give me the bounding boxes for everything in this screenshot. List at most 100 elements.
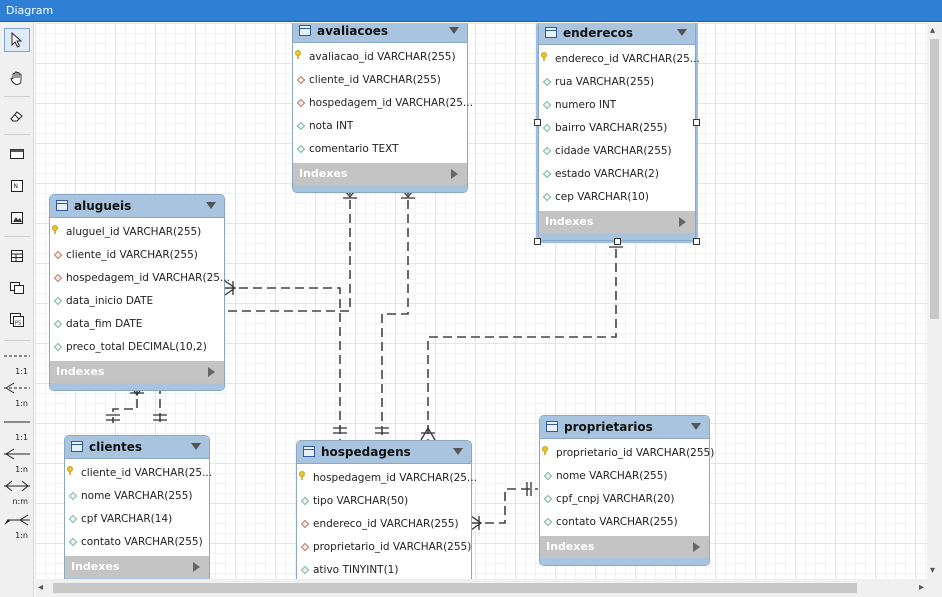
horizontal-scrollbar[interactable]: ◂ ▸	[35, 579, 927, 597]
expand-arrow-icon[interactable]	[679, 217, 686, 227]
column-row[interactable]: proprietario_id VARCHAR(255)	[297, 536, 471, 559]
collapse-arrow-icon[interactable]	[191, 443, 201, 450]
scroll-down-icon[interactable]: ▾	[930, 565, 936, 576]
scroll-up-icon[interactable]: ▴	[930, 25, 936, 36]
column-row[interactable]: cliente_id VARCHAR(255)	[293, 69, 467, 92]
collapse-arrow-icon[interactable]	[206, 202, 216, 209]
collapse-arrow-icon[interactable]	[449, 27, 459, 34]
layer-tool[interactable]	[4, 142, 30, 166]
indexes-section[interactable]: Indexes	[65, 556, 209, 578]
table-avaliacoes[interactable]: avaliacoes avaliacao_id VARCHAR(255) cli…	[292, 23, 473, 193]
column-row[interactable]: numero INT	[539, 94, 695, 117]
table-alugueis[interactable]: alugueis aluguel_id VARCHAR(255) cliente…	[49, 194, 230, 391]
relationship-line-icon	[4, 421, 30, 423]
table-header[interactable]: proprietarios	[540, 416, 709, 439]
table-proprietarios[interactable]: proprietarios proprietario_id VARCHAR(25…	[539, 415, 714, 566]
vertical-scrollbar[interactable]: ▴ ▾	[927, 23, 942, 579]
column-row[interactable]: data_inicio DATE	[50, 290, 224, 313]
collapse-arrow-icon[interactable]	[453, 448, 463, 455]
indexes-section[interactable]: Indexes	[540, 536, 709, 558]
column-row[interactable]: cep VARCHAR(10)	[539, 186, 695, 209]
eraser-tool[interactable]	[4, 104, 30, 128]
table-icon	[71, 441, 83, 452]
relationship-n-m-tool[interactable]: n:m	[2, 478, 32, 506]
column-row[interactable]: cliente_id VARCHAR(25...	[65, 462, 212, 485]
column-row[interactable]: hospedagem_id VARCHAR(25...	[297, 467, 477, 490]
expand-arrow-icon[interactable]	[193, 562, 200, 572]
table-clientes[interactable]: clientes cliente_id VARCHAR(25... nome V…	[64, 435, 212, 579]
view-tool[interactable]	[4, 276, 30, 300]
hand-tool[interactable]	[4, 66, 30, 90]
note-tool[interactable]: N	[4, 174, 30, 198]
pointer-tool[interactable]	[4, 28, 30, 52]
resize-handle[interactable]	[693, 119, 700, 126]
relationship-alugueis-hospedagens[interactable]	[225, 287, 341, 440]
column-label: cep VARCHAR(10)	[555, 191, 649, 203]
indexes-section[interactable]: Indexes	[293, 163, 467, 185]
collapse-arrow-icon[interactable]	[677, 29, 687, 36]
resize-handle[interactable]	[614, 238, 621, 245]
column-row[interactable]: tipo VARCHAR(50)	[297, 490, 471, 513]
indexes-section[interactable]: Indexes	[50, 361, 224, 383]
column-row[interactable]: avaliacao_id VARCHAR(255)	[293, 46, 467, 69]
table-header[interactable]: clientes	[65, 436, 209, 459]
column-row[interactable]: hospedagem_id VARCHAR(25...	[293, 92, 473, 115]
relationship-1-1-identifying-tool[interactable]: 1:1	[2, 414, 32, 442]
relationship-alugueis-clientes[interactable]	[112, 385, 138, 423]
relationship-proprietarios-hospedagens[interactable]	[471, 488, 538, 524]
table-icon	[299, 25, 311, 36]
column-row[interactable]: contato VARCHAR(255)	[540, 511, 709, 534]
column-row[interactable]: bairro VARCHAR(255)	[539, 117, 695, 140]
relationship-1-n-identifying-tool[interactable]: 1:n	[2, 446, 32, 474]
collapse-arrow-icon[interactable]	[691, 423, 701, 430]
column-row[interactable]: cidade VARCHAR(255)	[539, 140, 695, 163]
column-row[interactable]: endereco_id VARCHAR(25...	[539, 48, 700, 71]
table-header[interactable]: enderecos	[539, 23, 695, 45]
column-row[interactable]: hospedagem_id VARCHAR(25...	[50, 267, 230, 290]
column-row[interactable]: ativo TINYINT(1)	[297, 559, 471, 579]
table-header[interactable]: alugueis	[50, 195, 224, 218]
column-row[interactable]: endereco_id VARCHAR(255)	[297, 513, 471, 536]
column-row[interactable]: contato VARCHAR(255)	[65, 531, 209, 554]
relationship-existing-columns-tool[interactable]: 1:n	[2, 512, 32, 540]
column-row[interactable]: nome VARCHAR(255)	[65, 485, 209, 508]
column-row[interactable]: estado VARCHAR(2)	[539, 163, 695, 186]
expand-arrow-icon[interactable]	[208, 367, 215, 377]
indexes-section[interactable]: Indexes	[539, 211, 695, 233]
resize-handle[interactable]	[534, 238, 541, 245]
table-tool[interactable]	[4, 244, 30, 268]
table-enderecos[interactable]: enderecos endereco_id VARCHAR(25... rua …	[534, 23, 700, 245]
relationship-avaliacoes-alugueis[interactable]	[225, 186, 351, 312]
vertical-scroll-thumb[interactable]	[930, 39, 939, 319]
scroll-right-icon[interactable]: ▸	[918, 582, 924, 593]
expand-arrow-icon[interactable]	[693, 542, 700, 552]
table-header[interactable]: hospedagens	[297, 441, 471, 464]
column-label: avaliacao_id VARCHAR(255)	[309, 51, 456, 63]
column-row[interactable]: proprietario_id VARCHAR(255)	[540, 442, 714, 465]
column-row[interactable]: cpf_cnpj VARCHAR(20)	[540, 488, 709, 511]
image-tool[interactable]	[4, 206, 30, 230]
column-row[interactable]: data_fim DATE	[50, 313, 224, 336]
resize-handle[interactable]	[534, 119, 541, 126]
relationship-1-n-tool[interactable]: 1:n	[2, 380, 32, 408]
scroll-left-icon[interactable]: ◂	[38, 582, 44, 593]
horizontal-scroll-thumb[interactable]	[53, 583, 857, 593]
column-row[interactable]: aluguel_id VARCHAR(255)	[50, 221, 224, 244]
column-row[interactable]: cpf VARCHAR(14)	[65, 508, 209, 531]
diagram-canvas[interactable]: avaliacoes avaliacao_id VARCHAR(255) cli…	[35, 23, 927, 579]
foreign-key-icon	[300, 519, 310, 529]
column-row[interactable]: cliente_id VARCHAR(255)	[50, 244, 224, 267]
column-row[interactable]: nome VARCHAR(255)	[540, 465, 709, 488]
table-header[interactable]: avaliacoes	[293, 23, 467, 43]
column-row[interactable]: nota INT	[293, 115, 467, 138]
column-row[interactable]: preco_total DECIMAL(10,2)	[50, 336, 224, 359]
table-hospedagens[interactable]: hospedagens hospedagem_id VARCHAR(25... …	[296, 440, 477, 579]
expand-arrow-icon[interactable]	[451, 169, 458, 179]
relationship-enderecos-hospedagens[interactable]	[427, 235, 617, 440]
routine-group-tool[interactable]: PS	[4, 308, 30, 332]
resize-handle[interactable]	[693, 238, 700, 245]
relationship-avaliacoes-hospedagens[interactable]	[381, 186, 409, 440]
column-row[interactable]: rua VARCHAR(255)	[539, 71, 695, 94]
column-row[interactable]: comentario TEXT	[293, 138, 467, 161]
relationship-1-1-tool[interactable]: 1:1	[2, 348, 32, 376]
